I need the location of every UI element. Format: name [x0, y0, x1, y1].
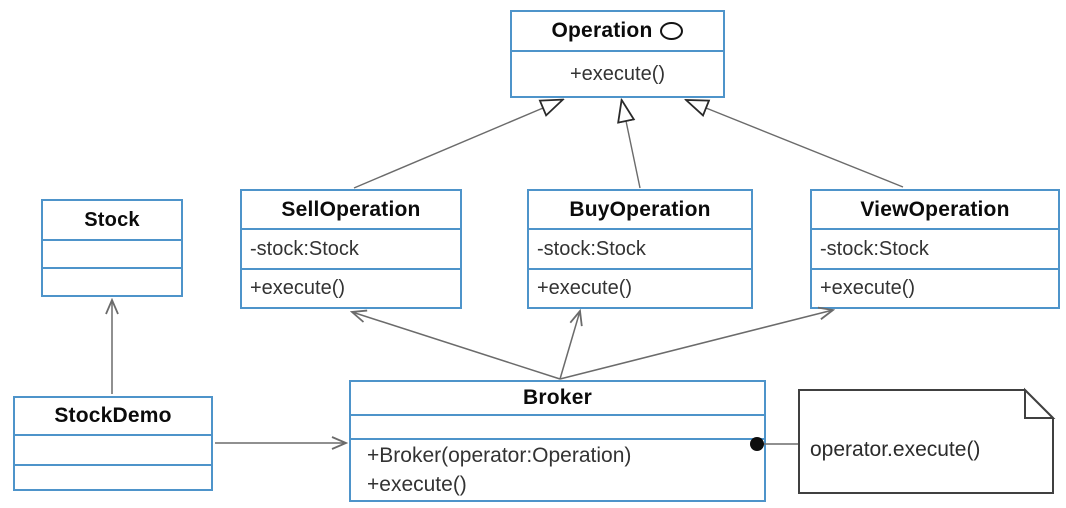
- class-broker: Broker +Broker(operator:Operation) +exec…: [349, 380, 766, 502]
- method-text: +execute(): [537, 277, 633, 299]
- class-view-operation-name: ViewOperation: [860, 197, 1010, 221]
- method-text: +execute(): [820, 277, 916, 299]
- association-broker-to-sell: [352, 312, 561, 380]
- class-broker-methods-compartment: +Broker(operator:Operation) +execute(): [351, 438, 764, 500]
- class-buy-operation-methods-compartment: +execute(): [529, 268, 751, 307]
- generalization-sell-to-operation: [353, 108, 543, 189]
- attribute-text: -stock:Stock: [820, 237, 929, 260]
- association-broker-to-view: [559, 310, 833, 380]
- generalization-view-to-operation: [706, 108, 904, 188]
- class-stock-demo-attributes-compartment: [15, 434, 211, 464]
- class-broker-title: Broker: [351, 382, 764, 414]
- method-text: +Broker(operator:Operation): [367, 444, 632, 467]
- class-operation-methods-compartment: +execute(): [512, 50, 723, 96]
- class-broker-name: Broker: [523, 386, 592, 409]
- class-stock: Stock: [41, 199, 183, 297]
- note-fold-corner-icon: [1024, 387, 1056, 419]
- class-sell-operation-title: SellOperation: [242, 191, 460, 228]
- class-buy-operation-name: BuyOperation: [569, 197, 711, 221]
- method-text: +execute(): [569, 62, 666, 85]
- class-sell-operation-name: SellOperation: [281, 197, 421, 221]
- class-stock-demo: StockDemo: [13, 396, 213, 491]
- class-operation-title: Operation: [512, 12, 723, 50]
- class-operation-name: Operation: [551, 19, 653, 42]
- generalization-buy-to-operation: [626, 121, 641, 189]
- class-sell-operation-methods-compartment: +execute(): [242, 268, 460, 307]
- class-stock-attributes-compartment: [43, 239, 181, 267]
- class-stock-demo-name: StockDemo: [54, 404, 172, 427]
- attribute-text: -stock:Stock: [250, 237, 359, 260]
- class-view-operation: ViewOperation -stock:Stock +execute(): [810, 189, 1060, 309]
- class-sell-operation-attributes-compartment: -stock:Stock: [242, 228, 460, 268]
- class-stock-methods-compartment: [43, 267, 181, 295]
- class-view-operation-attributes-compartment: -stock:Stock: [812, 228, 1058, 268]
- class-stock-demo-methods-compartment: [15, 464, 211, 489]
- method-text: +execute(): [250, 277, 346, 299]
- class-stock-name: Stock: [84, 208, 140, 231]
- class-stock-demo-title: StockDemo: [15, 398, 211, 434]
- class-buy-operation-title: BuyOperation: [529, 191, 751, 228]
- class-buy-operation-attributes-compartment: -stock:Stock: [529, 228, 751, 268]
- association-broker-to-buy: [559, 311, 580, 380]
- class-view-operation-title: ViewOperation: [812, 191, 1058, 228]
- class-view-operation-methods-compartment: +execute(): [812, 268, 1058, 307]
- interface-circle-icon: [660, 22, 684, 40]
- class-buy-operation: BuyOperation -stock:Stock +execute(): [527, 189, 753, 309]
- method-text: +execute(): [367, 473, 467, 496]
- note-text: operator.execute(): [810, 438, 981, 461]
- class-operation: Operation +execute(): [510, 10, 725, 98]
- class-stock-title: Stock: [43, 201, 181, 239]
- attribute-text: -stock:Stock: [537, 237, 646, 260]
- class-sell-operation: SellOperation -stock:Stock +execute(): [240, 189, 462, 309]
- class-broker-attributes-compartment: [351, 414, 764, 438]
